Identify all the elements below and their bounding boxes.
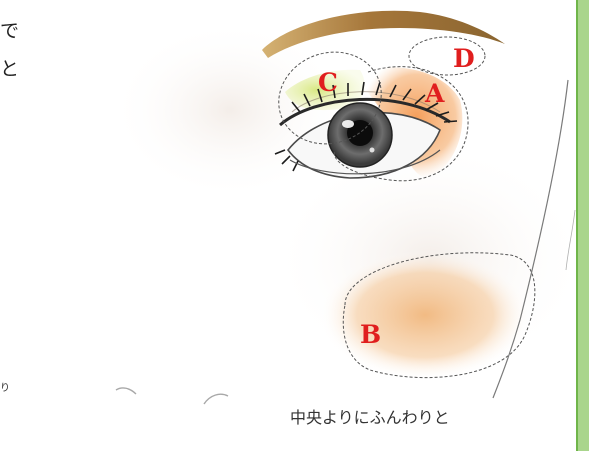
eye-highlight-small xyxy=(370,148,375,153)
eye-highlight xyxy=(342,120,354,128)
zone-label-b: B xyxy=(360,322,381,347)
blush-caption: 中央よりにふんわりと xyxy=(290,410,450,426)
cut-off-text-small: り xyxy=(0,384,10,394)
nose-stroke-right xyxy=(204,394,228,404)
cut-off-text-top: で xyxy=(0,22,19,41)
page-side-border xyxy=(578,0,589,451)
zone-label-a: A xyxy=(425,81,444,106)
zone-label-c: C xyxy=(318,70,338,95)
nose-stroke-left xyxy=(116,388,136,394)
blush-zone-b xyxy=(320,250,530,380)
cut-off-text-second-line: と xyxy=(0,60,19,79)
zone-label-d: D xyxy=(453,46,475,71)
face-shading xyxy=(110,20,350,200)
